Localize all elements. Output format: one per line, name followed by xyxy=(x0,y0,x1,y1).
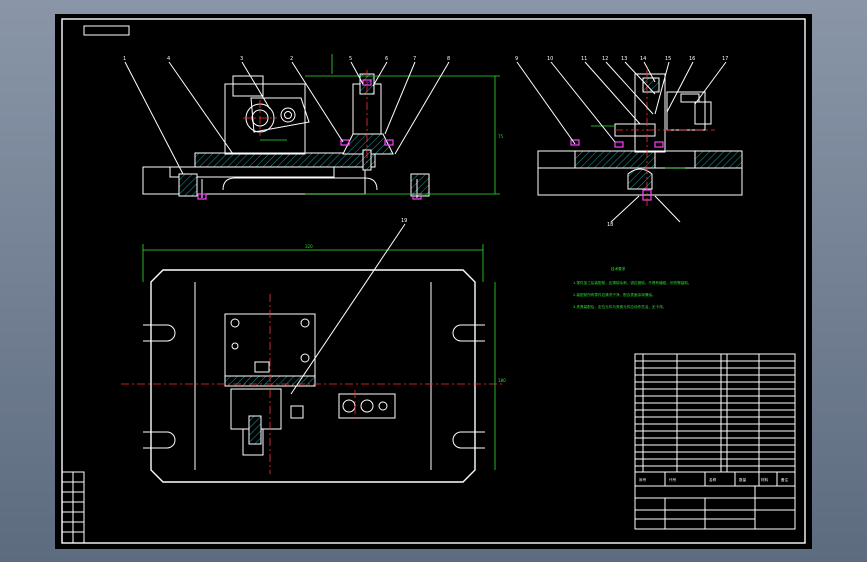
label-1: 1 xyxy=(123,56,126,62)
label-8: 8 xyxy=(447,56,450,62)
label-2: 2 xyxy=(290,56,293,62)
tb-name: 名称 xyxy=(709,477,717,482)
tb-note: 备注 xyxy=(781,477,789,482)
tech-req-title: 技术要求 xyxy=(611,266,626,271)
label-12: 12 xyxy=(602,56,608,62)
dim-height-plan: 180 xyxy=(498,378,506,383)
label-13: 13 xyxy=(621,56,627,62)
label-19: 19 xyxy=(401,218,407,224)
label-17: 17 xyxy=(722,56,728,62)
dim-width-plan: 320 xyxy=(305,244,313,249)
tb-qty: 数量 xyxy=(739,477,747,482)
outer-frame xyxy=(61,18,806,544)
side-leaders xyxy=(516,61,727,223)
label-4: 4 xyxy=(167,56,170,62)
tb-seq: 序号 xyxy=(639,477,647,482)
drawing-sheet[interactable]: 75 xyxy=(55,14,812,549)
cad-drawing: 75 xyxy=(61,18,806,544)
tech-req-line-3: 3.夹具装配后，定位元件与夹紧元件应动作灵活，无卡滞。 xyxy=(573,304,666,309)
label-6: 6 xyxy=(385,56,388,62)
reference-box xyxy=(83,25,130,36)
label-7: 7 xyxy=(413,56,416,62)
side-stamp xyxy=(61,471,85,544)
label-18: 18 xyxy=(607,222,613,228)
label-16: 16 xyxy=(689,56,695,62)
dim-height-front: 75 xyxy=(498,134,504,139)
plan-view: 320 180 xyxy=(121,223,506,483)
tech-req-line-1: 1.零件加工后装配前，应清除毛刺、锐边倒钝，不得有磕碰、划伤等缺陷。 xyxy=(573,280,691,285)
label-14: 14 xyxy=(640,56,646,62)
label-group: 1 4 3 2 5 6 7 8 9 10 11 12 13 14 15 16 1… xyxy=(123,56,728,228)
front-base-section xyxy=(194,152,376,168)
label-15: 15 xyxy=(665,56,671,62)
tech-req-line-2: 2.装配前所有零件应清洗干净，配合表面涂润滑油。 xyxy=(573,292,656,297)
front-leaders xyxy=(124,61,450,175)
label-9: 9 xyxy=(515,56,518,62)
label-10: 10 xyxy=(547,56,553,62)
side-view xyxy=(537,70,743,206)
label-11: 11 xyxy=(581,56,587,62)
tb-mat: 材料 xyxy=(761,477,769,482)
front-view: 75 xyxy=(142,54,504,200)
tech-requirements: 技术要求 1.零件加工后装配前，应清除毛刺、锐边倒钝，不得有磕碰、划伤等缺陷。 … xyxy=(573,266,691,309)
label-3: 3 xyxy=(240,56,243,62)
label-5: 5 xyxy=(349,56,352,62)
bom-table: 序号 代号 名称 数量 材料 备注 xyxy=(634,353,796,530)
tb-code: 代号 xyxy=(669,477,677,482)
